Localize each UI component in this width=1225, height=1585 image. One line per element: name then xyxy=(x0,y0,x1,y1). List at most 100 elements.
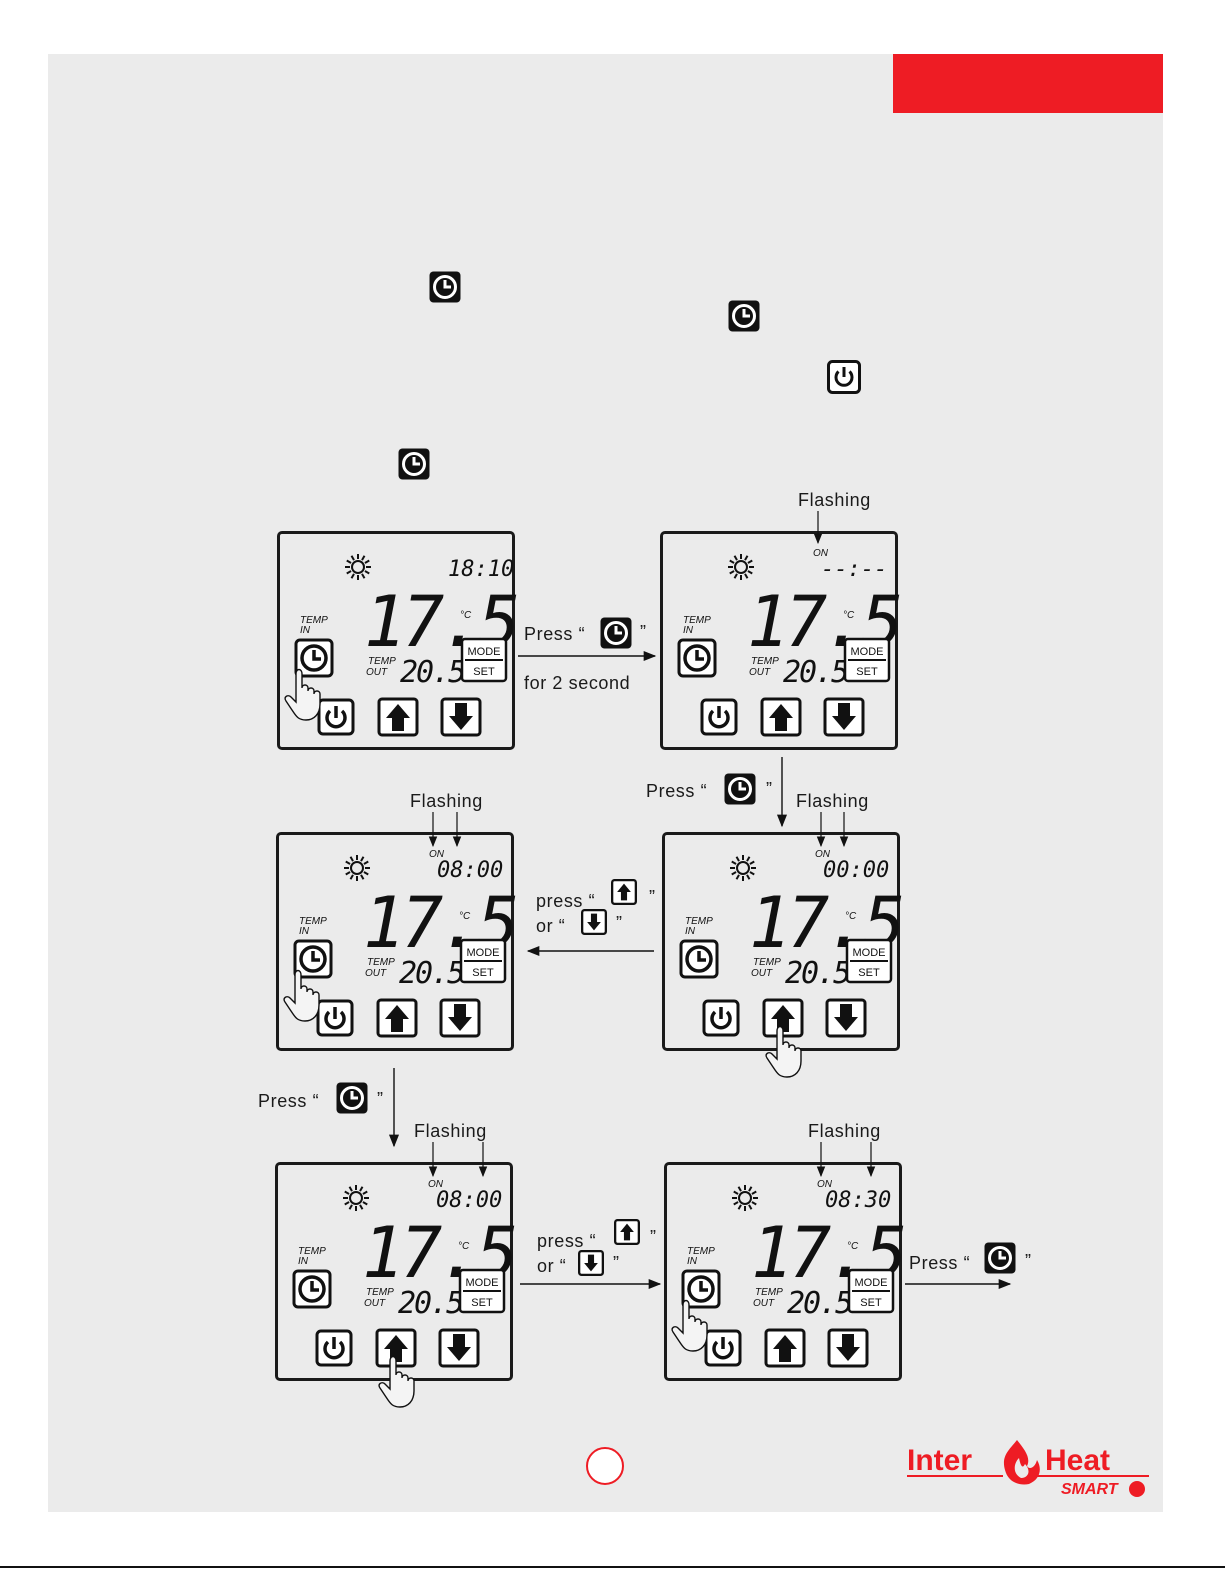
clock-readout: 08:30 xyxy=(825,1188,891,1213)
mode-label: MODE xyxy=(853,947,886,959)
clock-icon xyxy=(727,299,761,333)
temp-in-label: IN xyxy=(300,625,311,636)
step-press-label: Press “ xyxy=(258,1091,320,1111)
on-indicator: ON xyxy=(428,1179,444,1190)
temp-out-label: OUT xyxy=(753,1298,775,1309)
mode-label: MODE xyxy=(851,646,884,658)
flashing-label: Flashing xyxy=(796,791,869,811)
svg-text:Heat: Heat xyxy=(1045,1444,1110,1477)
clock-button xyxy=(294,638,334,678)
step-duration-label: for 2 second xyxy=(524,673,631,693)
outdoor-temperature: 20.5 xyxy=(785,956,850,991)
temp-out-label: OUT xyxy=(364,1298,386,1309)
clock-readout: --:-- xyxy=(821,557,887,582)
temp-out-label: TEMP xyxy=(753,957,781,968)
power-icon xyxy=(827,360,861,394)
temp-in-label: IN xyxy=(687,1256,698,1267)
mode-set-button: MODE SET xyxy=(847,1268,895,1314)
outdoor-temperature: 20.5 xyxy=(783,655,848,690)
unit-label: °C xyxy=(845,911,857,922)
mode-set-button: MODE SET xyxy=(459,938,507,984)
flashing-label: Flashing xyxy=(410,791,483,811)
temp-out-label: OUT xyxy=(366,667,388,678)
temp-out-label: TEMP xyxy=(368,656,396,667)
step-press-label: Press “ xyxy=(646,781,708,801)
set-label: SET xyxy=(472,967,494,979)
up-arrow-icon xyxy=(614,1219,640,1245)
clock-icon xyxy=(397,447,431,481)
quote-close: ” xyxy=(613,1253,620,1273)
temp-out-label: OUT xyxy=(751,968,773,979)
page-number-circle xyxy=(586,1447,624,1485)
clock-icon xyxy=(723,772,757,806)
on-indicator: ON xyxy=(815,849,831,860)
unit-label: °C xyxy=(459,911,471,922)
step-press-label: Press “ xyxy=(524,624,586,644)
clock-button xyxy=(679,939,719,979)
mode-label: MODE xyxy=(855,1277,888,1289)
hand-pointer-icon xyxy=(765,1025,802,1078)
unit-label: °C xyxy=(847,1241,859,1252)
temp-in-label: TEMP xyxy=(683,615,711,626)
up-arrow-button xyxy=(762,998,804,1038)
clock-readout: 08:00 xyxy=(436,1188,502,1213)
down-arrow-button xyxy=(439,998,481,1038)
mode-label: MODE xyxy=(467,947,500,959)
temp-in-label: TEMP xyxy=(300,615,328,626)
on-indicator: ON xyxy=(429,849,445,860)
temp-out-label: TEMP xyxy=(751,656,779,667)
outdoor-temperature: 20.5 xyxy=(398,1286,463,1321)
quote-close: ” xyxy=(616,913,623,933)
down-arrow-button xyxy=(827,1328,869,1368)
outdoor-temperature: 20.5 xyxy=(787,1286,852,1321)
set-label: SET xyxy=(858,967,880,979)
step-press-label: press “ xyxy=(537,1231,597,1251)
clock-readout: 00:00 xyxy=(823,858,889,883)
flashing-label: Flashing xyxy=(808,1121,881,1141)
interheat-logo: Inter Heat SMART xyxy=(907,1440,1149,1498)
clock-icon xyxy=(983,1241,1017,1275)
up-arrow-button xyxy=(377,697,419,737)
temp-out-label: TEMP xyxy=(367,957,395,968)
sun-icon xyxy=(732,1185,758,1211)
temp-in-label: IN xyxy=(685,926,696,937)
quote-close: ” xyxy=(377,1089,384,1109)
clock-icon xyxy=(335,1081,369,1115)
unit-label: °C xyxy=(843,610,855,621)
hand-pointer-icon xyxy=(284,668,321,721)
power-button xyxy=(316,999,354,1037)
step-or-label: or “ xyxy=(537,1256,567,1276)
up-arrow-button xyxy=(760,697,802,737)
svg-text:SMART: SMART xyxy=(1061,1481,1119,1498)
bottom-rule xyxy=(0,1566,1225,1568)
clock-icon xyxy=(599,616,633,650)
hand-pointer-icon xyxy=(378,1355,415,1408)
on-indicator: ON xyxy=(817,1179,833,1190)
temp-in-label: IN xyxy=(298,1256,309,1267)
manual-page xyxy=(48,54,1163,1512)
temp-in-label: IN xyxy=(299,926,310,937)
power-button xyxy=(317,698,355,736)
down-arrow-button xyxy=(823,697,865,737)
quote-close: ” xyxy=(1025,1251,1032,1271)
up-arrow-button xyxy=(376,998,418,1038)
clock-icon xyxy=(428,270,462,304)
up-arrow-button xyxy=(764,1328,806,1368)
up-arrow-button xyxy=(375,1328,417,1368)
power-button xyxy=(702,999,740,1037)
set-label: SET xyxy=(473,666,495,678)
quote-close: ” xyxy=(649,887,656,907)
set-label: SET xyxy=(471,1297,493,1309)
unit-label: °C xyxy=(460,610,472,621)
temp-out-label: OUT xyxy=(365,968,387,979)
temp-in-label: TEMP xyxy=(687,1246,715,1257)
set-label: SET xyxy=(860,1297,882,1309)
flashing-label: Flashing xyxy=(414,1121,487,1141)
temp-out-label: OUT xyxy=(749,667,771,678)
outdoor-temperature: 20.5 xyxy=(399,956,464,991)
